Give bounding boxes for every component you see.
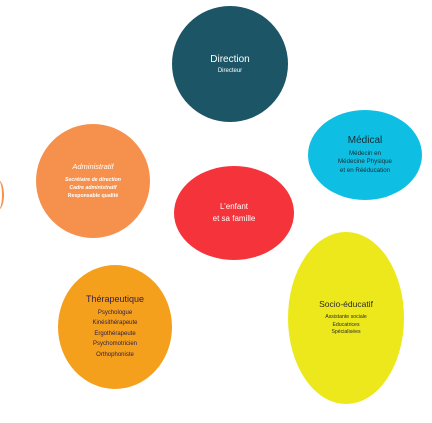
direction-circle: Direction Directeur xyxy=(172,6,288,122)
therapeutique-role: Psychomotricien xyxy=(92,341,137,348)
socio-role: Educatrices xyxy=(332,321,360,328)
therapeutique-role: Orthophoniste xyxy=(96,351,134,358)
socio-title: Socio-éducatif xyxy=(319,299,373,310)
administratif-role: Secrétaire de direction xyxy=(65,177,121,183)
enfant-label: L’enfant xyxy=(219,202,249,211)
enfant-circle: L’enfant et sa famille xyxy=(174,166,294,260)
direction-role: Directeur xyxy=(217,68,243,74)
medical-role: Médecine Physique xyxy=(337,158,392,166)
therapeutique-role: Psychologue xyxy=(97,309,133,316)
direction-title: Direction xyxy=(210,54,250,65)
medical-role: Médecin en xyxy=(349,149,381,157)
medical-role: et en Rééducation xyxy=(339,166,391,174)
medical-circle: Médical Médecin en Médecine Physique et … xyxy=(308,110,422,200)
therapeutique-role: Kinésithérapeute xyxy=(92,320,138,327)
administratif-role: Cadre administratif xyxy=(69,185,117,191)
administratif-role: Responsable qualité xyxy=(67,193,119,199)
therapeutique-circle: Thérapeutique Psychologue Kinésithérapeu… xyxy=(58,265,172,389)
socio-role: Spécialisées xyxy=(331,329,361,336)
enfant-label: et sa famille xyxy=(212,214,256,223)
therapeutique-title: Thérapeutique xyxy=(85,293,145,304)
left-edge-arc xyxy=(0,180,4,210)
administratif-circle: Administratif Secrétaire de direction Ca… xyxy=(36,124,150,238)
socio-circle: Socio-éducatif Assistante sociale Educat… xyxy=(288,232,404,404)
socio-role: Assistante sociale xyxy=(325,314,367,321)
administratif-title: Administratif xyxy=(72,162,114,171)
medical-title: Médical xyxy=(347,134,383,146)
therapeutique-role: Ergothérapeute xyxy=(94,330,136,337)
